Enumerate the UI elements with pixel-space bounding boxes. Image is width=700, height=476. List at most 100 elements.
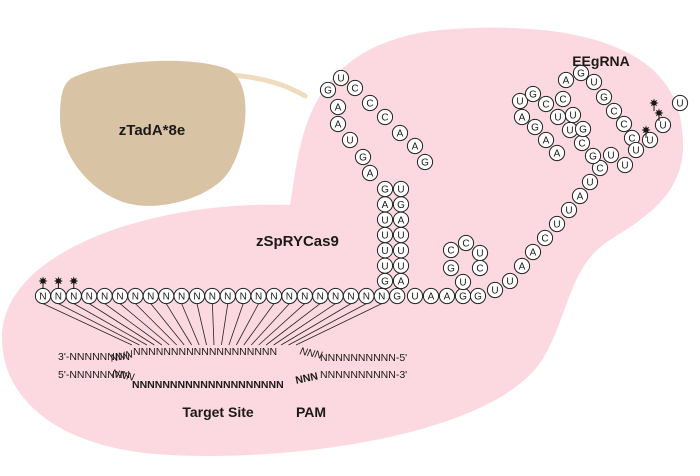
tail-nt: U xyxy=(641,131,659,149)
spacer-nt: N xyxy=(188,287,206,305)
cas-label: zSpRYCas9 xyxy=(256,233,339,250)
grna-label: EEgRNA xyxy=(572,53,630,69)
svg-text:A: A xyxy=(367,169,374,180)
svg-text:N: N xyxy=(378,292,385,303)
stem1-right-nt: A xyxy=(392,272,410,290)
svg-text:U: U xyxy=(459,278,466,289)
pairing-line xyxy=(265,303,321,346)
target-site-label: Target Site xyxy=(182,404,254,420)
spacer-nt: N xyxy=(65,287,82,305)
spacer-nt: N xyxy=(327,287,344,305)
svg-text:U: U xyxy=(397,246,404,257)
dna-bottom-mid: NNNNNNNNNNNNNNNNNNNN xyxy=(132,379,284,391)
svg-text:A: A xyxy=(519,262,526,273)
dna-bottom-wavy: NNN xyxy=(111,367,136,384)
svg-text:C: C xyxy=(542,100,549,111)
svg-text:C: C xyxy=(351,84,358,95)
right-loop-nt: G xyxy=(595,88,613,106)
svg-text:C: C xyxy=(541,234,548,245)
stem1-left-nt: G xyxy=(376,272,394,290)
svg-text:U: U xyxy=(491,286,498,297)
svg-text:N: N xyxy=(224,292,231,303)
svg-text:C: C xyxy=(578,139,585,150)
deaminase-protein-shape xyxy=(60,60,246,206)
chemical-modifications xyxy=(38,98,664,289)
svg-text:U: U xyxy=(381,246,388,257)
svg-text:N: N xyxy=(193,292,200,303)
stem1-right-nt: U xyxy=(392,242,410,259)
spacer-nt: N xyxy=(158,287,175,305)
svg-text:G: G xyxy=(381,185,389,196)
stem1-left-nt: U xyxy=(376,257,394,274)
svg-text:N: N xyxy=(86,292,93,303)
svg-text:U: U xyxy=(621,161,628,172)
hairpin-nt: U xyxy=(454,273,472,291)
svg-text:N: N xyxy=(132,292,139,303)
svg-text:C: C xyxy=(462,239,469,250)
svg-text:N: N xyxy=(70,292,77,303)
mid-run-nt: U xyxy=(560,201,578,219)
svg-text:U: U xyxy=(676,99,683,110)
pairing-line xyxy=(104,303,163,346)
loop1-nt: A xyxy=(406,137,424,155)
svg-text:A: A xyxy=(543,136,550,147)
pam-sequence: NNN xyxy=(294,370,319,386)
svg-text:A: A xyxy=(444,292,451,303)
svg-text:C: C xyxy=(381,113,388,124)
svg-text:U: U xyxy=(569,111,576,122)
svg-text:U: U xyxy=(337,74,344,85)
right-loop-nt: C xyxy=(605,102,623,120)
left-loop-nt: A xyxy=(537,131,555,149)
right-loop-nt: G xyxy=(572,64,590,82)
mid-run-nt: A xyxy=(513,257,531,275)
stem1-right-nt: G xyxy=(392,196,410,213)
spacer-nt: N xyxy=(312,287,329,305)
dna-top-left: 3'-NNNNNNNN xyxy=(58,351,130,363)
spacer-modification-star xyxy=(53,276,63,286)
spacer-nt: N xyxy=(358,287,375,305)
svg-text:A: A xyxy=(398,277,405,288)
svg-text:U: U xyxy=(646,136,653,147)
pairing-line xyxy=(250,303,290,346)
svg-text:N: N xyxy=(163,292,170,303)
spacer-nt: N xyxy=(281,287,298,305)
scaffold-nt: G xyxy=(389,287,406,305)
svg-text:U: U xyxy=(586,178,593,189)
svg-text:N: N xyxy=(147,292,154,303)
svg-text:U: U xyxy=(346,136,353,147)
svg-text:C: C xyxy=(447,246,454,257)
spacer-nt: N xyxy=(96,287,113,305)
svg-text:U: U xyxy=(397,261,404,272)
pairing-line xyxy=(288,303,367,346)
linker-shape xyxy=(227,72,308,99)
spacer-nt: N xyxy=(81,287,98,305)
svg-text:A: A xyxy=(577,192,584,203)
svg-text:N: N xyxy=(332,292,339,303)
right-loop-nt: U xyxy=(627,141,645,159)
svg-text:N: N xyxy=(178,292,185,303)
spacer-nt: N xyxy=(111,287,129,305)
svg-text:C: C xyxy=(476,264,483,275)
svg-text:G: G xyxy=(589,152,597,163)
mid-run-nt: C xyxy=(536,229,554,247)
pairing-line xyxy=(258,303,306,346)
svg-text:A: A xyxy=(335,103,342,114)
svg-text:C: C xyxy=(610,107,617,118)
svg-text:U: U xyxy=(590,78,597,89)
pairing-line xyxy=(196,303,207,346)
spacer-nt: N xyxy=(296,287,313,305)
tail-nt: U xyxy=(654,116,672,134)
right-loop-nt: U xyxy=(564,106,582,124)
pairing-line xyxy=(280,303,352,346)
mid-run-nt: A xyxy=(524,243,542,261)
tail-nt: U xyxy=(671,94,689,112)
loop1-nt: G xyxy=(416,153,434,171)
svg-text:C: C xyxy=(628,134,635,145)
svg-text:A: A xyxy=(335,120,342,131)
bulge-nt: G xyxy=(454,287,472,305)
svg-text:U: U xyxy=(565,206,572,217)
pairing-line xyxy=(165,303,192,346)
svg-text:A: A xyxy=(398,215,405,226)
